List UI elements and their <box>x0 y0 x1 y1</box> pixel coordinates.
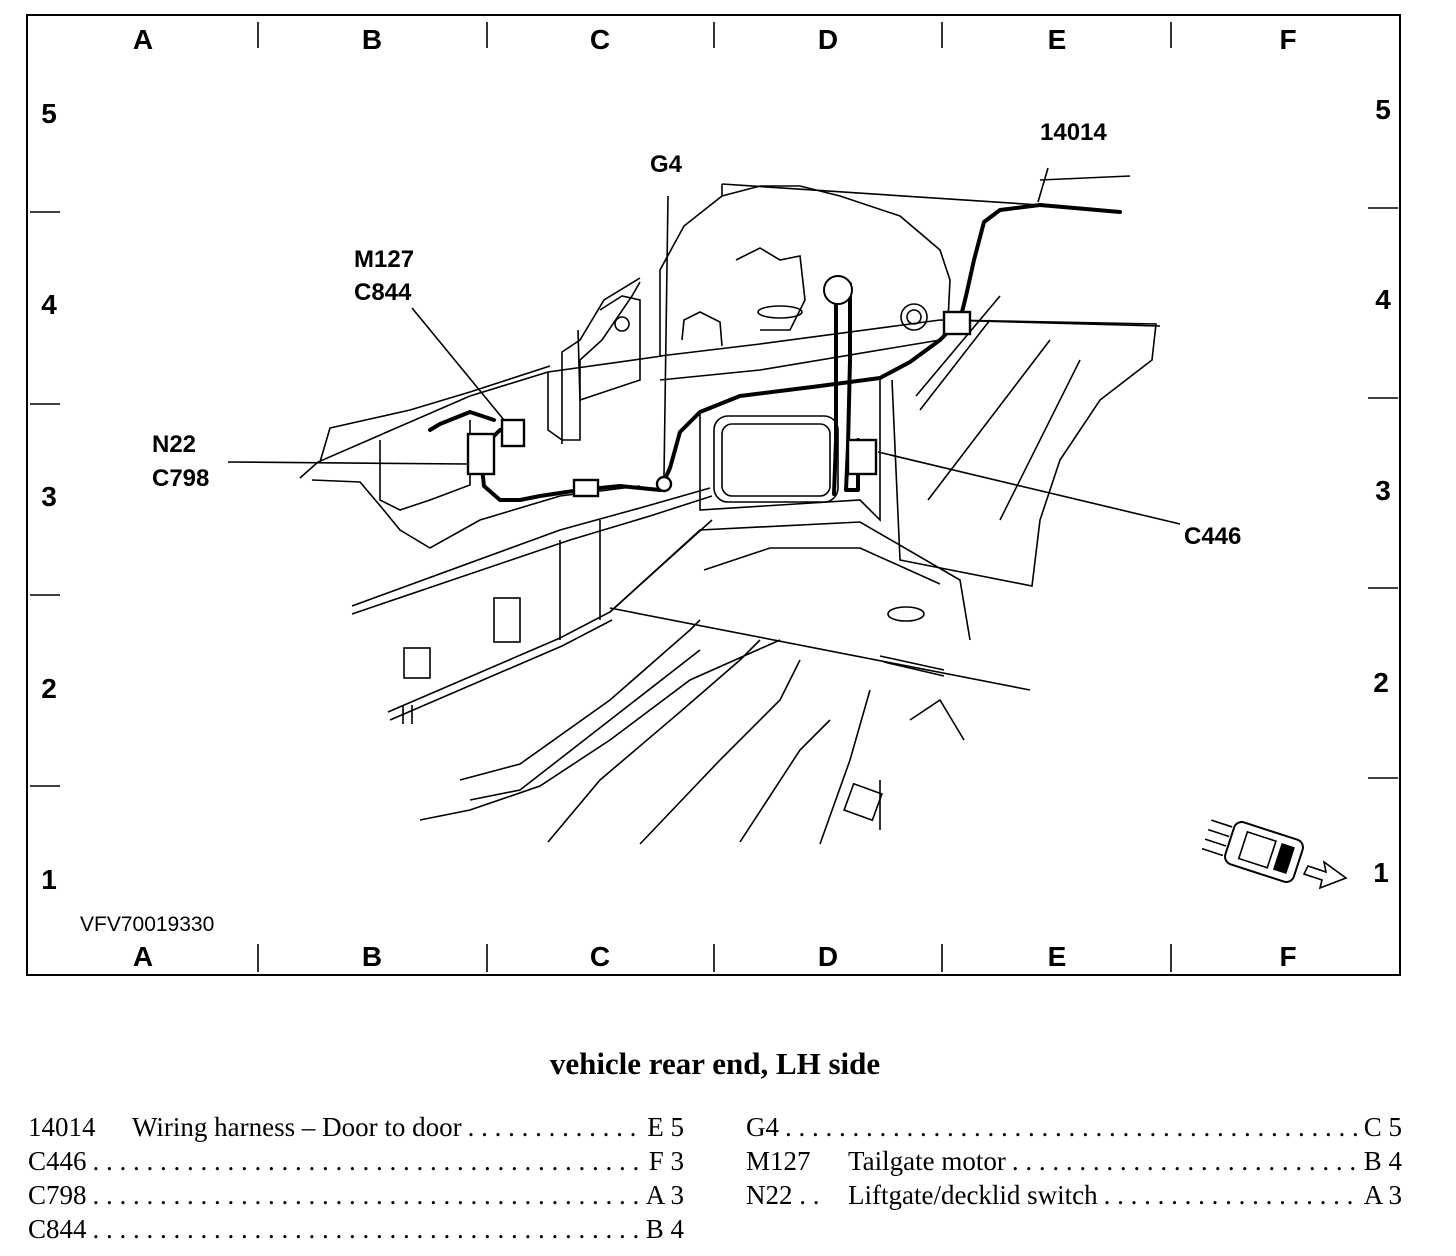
legend-location: F 3 <box>648 1146 684 1176</box>
leader-dots <box>87 1178 642 1212</box>
row-label-left-2: 2 <box>41 673 57 704</box>
legend-description: Wiring harness – Door to door <box>132 1112 462 1142</box>
diagram-caption: vehicle rear end, LH side <box>549 1046 881 1081</box>
col-label-top-d: D <box>818 24 838 55</box>
wiring-harness-path <box>428 203 1122 502</box>
c446-connector-shape <box>846 438 878 476</box>
row-label-left-4: 4 <box>41 289 57 320</box>
row-label-right-4: 4 <box>1375 284 1391 315</box>
row-label-right-5: 5 <box>1375 94 1391 125</box>
drawing-code: VFV70019330 <box>80 913 214 936</box>
legend-code: C844 <box>28 1214 87 1244</box>
col-label-top-f: F <box>1279 24 1296 55</box>
col-label-bottom-f: F <box>1279 941 1296 972</box>
wiring-location-diagram: A B C D E F A B C D E F 5 4 3 2 1 5 4 3 … <box>26 14 1401 976</box>
col-label-bottom-d: D <box>818 941 838 972</box>
legend-code: G4 <box>746 1112 779 1142</box>
callout-c798: C798 <box>152 465 209 492</box>
leader-dots <box>1098 1178 1360 1212</box>
diagram-border <box>26 14 1401 976</box>
col-label-bottom-e: E <box>1048 941 1067 972</box>
row-label-right-3: 3 <box>1375 475 1391 506</box>
row-label-left-5: 5 <box>41 98 57 129</box>
legend-code: N22 . . <box>746 1180 820 1210</box>
legend-location: C 5 <box>1363 1112 1402 1142</box>
callout-c446: C446 <box>1184 523 1241 550</box>
legend-code: M127 <box>746 1146 811 1176</box>
forward-arrow-icon <box>1302 860 1348 890</box>
top-column-dividers <box>257 22 1172 48</box>
col-label-top-b: B <box>362 24 382 55</box>
row-label-left-1: 1 <box>41 864 57 895</box>
leader-dots <box>1006 1144 1360 1178</box>
connector-shapes <box>466 310 972 498</box>
legend-row: N22 . . Liftgate/decklid switch A 3 <box>746 1178 1402 1212</box>
vehicle-orientation-icon <box>1201 819 1348 890</box>
c844-connector-shape <box>500 418 526 448</box>
legend-description: Liftgate/decklid switch <box>848 1180 1098 1210</box>
row-label-right-2: 2 <box>1373 667 1389 698</box>
legend-location: A 3 <box>645 1180 684 1210</box>
leader-dots <box>462 1110 644 1144</box>
legend-code: C798 <box>28 1180 87 1210</box>
legend-location: B 4 <box>1363 1146 1402 1176</box>
c798-connector-shape <box>466 432 496 476</box>
harness-clip-shape <box>942 310 972 336</box>
legend-row: 14014 Wiring harness – Door to door E 5 <box>28 1110 684 1144</box>
col-label-bottom-a: A <box>133 941 153 972</box>
callout-14014: 14014 <box>1040 119 1107 146</box>
legend-row: M127 Tailgate motor B 4 <box>746 1144 1402 1178</box>
legend-location: B 4 <box>645 1214 684 1244</box>
g4-ground-point <box>655 475 673 493</box>
legend-row: C798 A 3 <box>28 1178 684 1212</box>
leader-dots <box>87 1144 645 1178</box>
legend-description: Tailgate motor <box>848 1146 1006 1176</box>
callout-m127: M127 <box>354 246 414 273</box>
row-label-left-3: 3 <box>41 481 57 512</box>
legend-code: 14014 <box>28 1112 96 1142</box>
legend-left-column: 14014 Wiring harness – Door to door E 5 … <box>28 1110 684 1246</box>
leader-dots <box>779 1110 1360 1144</box>
vehicle-body-drawing <box>299 175 1161 845</box>
col-label-bottom-b: B <box>362 941 382 972</box>
row-dividers <box>30 207 1398 787</box>
legend-row: C844 B 4 <box>28 1212 684 1246</box>
legend-location: E 5 <box>647 1112 684 1142</box>
callout-c844: C844 <box>354 279 412 306</box>
legend-location: A 3 <box>1363 1180 1402 1210</box>
legend-code: C446 <box>28 1146 87 1176</box>
legend-row: C446 F 3 <box>28 1144 684 1178</box>
inline-connector-shape <box>572 478 600 498</box>
col-label-top-a: A <box>133 24 153 55</box>
col-label-top-c: C <box>590 24 610 55</box>
legend-row: G4 C 5 <box>746 1110 1402 1144</box>
legend-right-column: G4 C 5 M127 Tailgate motor B 4 N22 . . L… <box>746 1110 1402 1212</box>
callout-n22: N22 <box>152 431 196 458</box>
leader-dots <box>87 1212 642 1246</box>
col-label-bottom-c: C <box>590 941 610 972</box>
callout-g4: G4 <box>650 151 683 178</box>
leader-lines <box>227 167 1181 525</box>
col-label-top-e: E <box>1048 24 1067 55</box>
row-label-right-1: 1 <box>1373 857 1389 888</box>
bottom-column-dividers <box>257 944 1172 972</box>
